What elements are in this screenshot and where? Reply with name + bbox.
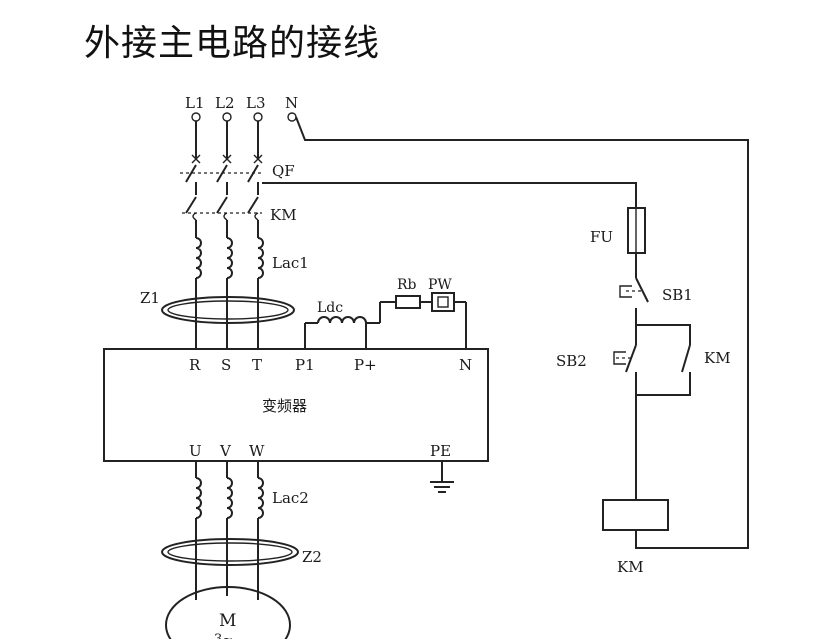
terminal-w: W: [249, 442, 265, 460]
label-l2: L2: [215, 94, 235, 112]
contactor-km-main: KM: [182, 196, 297, 224]
inverter-label: 变频器: [262, 397, 307, 415]
label-km-aux: KM: [704, 349, 731, 367]
label-qf: QF: [272, 162, 295, 180]
terminal-l1: [191, 112, 201, 122]
km-coil: KM: [602, 499, 669, 576]
terminal-v: V: [219, 442, 232, 460]
terminal-n-dc: N: [459, 356, 472, 374]
braking-resistor-rb: Rb: [366, 277, 432, 324]
output-lines: [195, 461, 264, 600]
label-lac1: Lac1: [272, 254, 309, 272]
terminal-n: [287, 112, 297, 122]
label-z1: Z1: [140, 289, 160, 307]
control-branch: [635, 324, 691, 500]
label-fu: FU: [590, 228, 613, 246]
dc-reactor-ldc: Ldc: [304, 300, 367, 349]
motor-label: M: [219, 611, 236, 631]
braking-unit-pw: PW: [428, 277, 467, 349]
motor: M 3~: [165, 586, 291, 639]
label-n: N: [285, 94, 298, 112]
label-l1: L1: [185, 94, 205, 112]
phase-lines-to-inverter: [195, 278, 259, 349]
control-wiring: [262, 116, 749, 549]
inverter-box: R S T P1 P+ N 变频器 U V W PE: [103, 348, 489, 462]
label-l3: L3: [246, 94, 266, 112]
label-pw: PW: [428, 277, 452, 293]
label-km-main: KM: [270, 206, 297, 224]
terminal-r: R: [189, 356, 201, 374]
breaker-qf: QF: [180, 154, 295, 183]
filter-z2: Z2: [161, 538, 322, 566]
ground-symbol: [430, 461, 454, 493]
label-z2: Z2: [302, 548, 322, 566]
terminal-t: T: [252, 356, 262, 374]
reactor-lac1: [195, 237, 264, 279]
filter-z1: Z1: [140, 289, 295, 324]
label-sb1: SB1: [662, 286, 693, 304]
label-ldc: Ldc: [317, 300, 343, 316]
terminal-u: U: [189, 442, 202, 460]
terminal-p1: P1: [295, 356, 315, 374]
start-button-sb2: SB2: [556, 344, 637, 388]
label-sb2: SB2: [556, 352, 587, 370]
stop-button-sb1: SB1: [619, 277, 693, 325]
page-title: 外接主电路的接线: [84, 23, 381, 64]
input-terminals: L1 L2 L3 N: [185, 94, 298, 122]
phase-lines-to-lac1: [195, 220, 259, 238]
terminal-s: S: [221, 356, 231, 374]
label-rb: Rb: [397, 277, 417, 293]
terminal-l2: [222, 112, 232, 122]
phase-lines-mid: [195, 182, 259, 195]
terminal-pe: PE: [430, 442, 451, 460]
motor-sub-label: 3~: [214, 632, 233, 639]
terminal-pplus: P+: [354, 356, 377, 374]
fuse-fu: FU: [590, 207, 646, 278]
phase-lines-top: [195, 121, 259, 160]
label-lac2: Lac2: [272, 489, 309, 507]
label-km-coil: KM: [617, 558, 644, 576]
terminal-l3: [253, 112, 263, 122]
km-aux-contact: KM: [681, 344, 731, 388]
